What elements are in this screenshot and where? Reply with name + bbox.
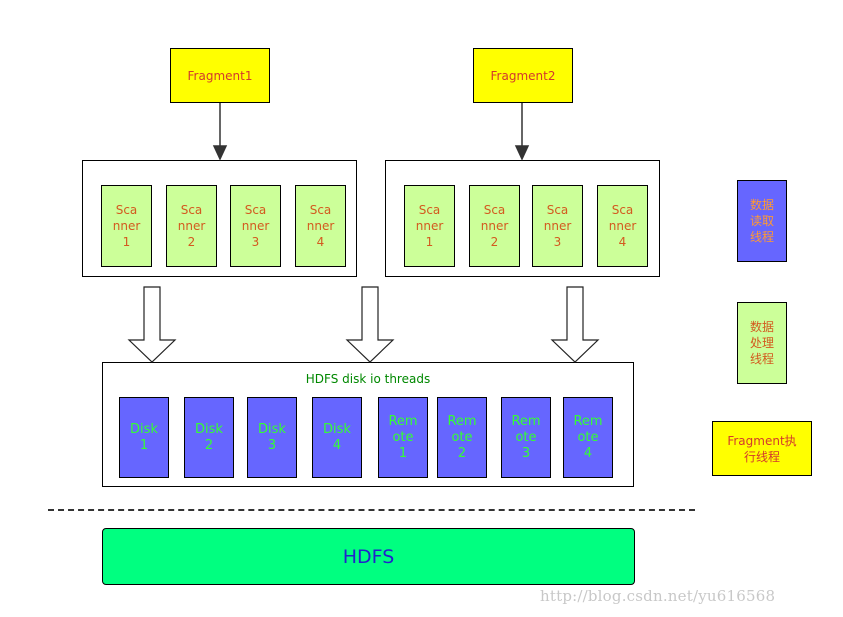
legend-exec-label: Fragment执: [727, 433, 797, 448]
thread-number: 3: [521, 445, 531, 461]
scanner-number: 4: [618, 235, 627, 249]
scanner-label: Sca: [611, 203, 634, 217]
thread-number: 3: [267, 437, 277, 453]
scanner-box: Sca nner 2: [166, 185, 217, 267]
thread-label: Rem: [447, 413, 477, 429]
scanner-label: Sca: [244, 203, 267, 217]
scanner-number: 3: [251, 235, 260, 249]
scanner-box: Sca nner 2: [469, 185, 520, 267]
fragment2-box: Fragment2: [473, 48, 573, 103]
block-arrow-3: [550, 286, 600, 363]
legend-read-thread: 数据读取线程: [737, 180, 787, 262]
thread-number: 2: [457, 445, 467, 461]
scanner-number: 1: [122, 235, 131, 249]
scanner-label: nner: [177, 219, 206, 233]
thread-number: 4: [583, 445, 593, 461]
thread-label: ote: [515, 429, 537, 445]
scanner-box: Sca nner 4: [295, 185, 346, 267]
scanner-box: Sca nner 3: [532, 185, 583, 267]
scanner-number: 1: [425, 235, 434, 249]
arrow-fragment2-to-scanners: [514, 103, 530, 161]
scanner-box: Sca nner 1: [101, 185, 152, 267]
scanner-label: Sca: [180, 203, 203, 217]
thread-number: 1: [139, 437, 149, 453]
scanner-label: Sca: [115, 203, 138, 217]
thread-label: Disk: [323, 421, 351, 437]
scanner-number: 2: [490, 235, 499, 249]
thread-number: 1: [398, 445, 408, 461]
thread-number: 4: [332, 437, 342, 453]
scanner-label: Sca: [418, 203, 441, 217]
thread-label: Disk: [258, 421, 286, 437]
thread-label: Disk: [130, 421, 158, 437]
block-arrow-1: [127, 286, 177, 363]
thread-label: Disk: [195, 421, 223, 437]
legend-read-label: 线程: [749, 230, 774, 244]
hdfs-bar: HDFS: [102, 528, 635, 585]
scanner-label: Sca: [483, 203, 506, 217]
fragment1-box: Fragment1: [170, 48, 270, 103]
hdfs-label: HDFS: [342, 545, 395, 568]
scanner-number: 2: [187, 235, 196, 249]
scanner-number: 3: [553, 235, 562, 249]
block-arrow-2: [345, 286, 395, 363]
scanner-label: nner: [306, 219, 335, 233]
fragment2-label: Fragment2: [490, 68, 556, 83]
legend-exec-thread: Fragment执行线程: [712, 421, 812, 476]
thread-number: 2: [204, 437, 214, 453]
arrow-fragment1-to-scanners: [212, 103, 228, 161]
scanner-label: nner: [415, 219, 444, 233]
thread-label: ote: [577, 429, 599, 445]
legend-process-label: 处理: [749, 336, 774, 350]
thread-label: Rem: [573, 413, 603, 429]
scanner-label: nner: [112, 219, 141, 233]
scanner-box: Sca nner 4: [597, 185, 648, 267]
legend-process-thread: 数据处理线程: [737, 302, 787, 384]
scanner-label: Sca: [546, 203, 569, 217]
scanner-label: nner: [241, 219, 270, 233]
scanner-label: nner: [480, 219, 509, 233]
scanner-box: Sca nner 1: [404, 185, 455, 267]
legend-exec-label: 行线程: [743, 449, 780, 464]
legend-read-label: 读取: [749, 214, 774, 228]
thread-label: ote: [451, 429, 473, 445]
storage-separator: [48, 509, 695, 511]
scanner-label: Sca: [309, 203, 332, 217]
thread-label: Rem: [388, 413, 418, 429]
fragment1-label: Fragment1: [187, 68, 253, 83]
scanner-label: nner: [543, 219, 572, 233]
legend-process-label: 线程: [749, 352, 774, 366]
thread-label: Rem: [511, 413, 541, 429]
legend-process-label: 数据: [749, 320, 774, 334]
thread-label: ote: [392, 429, 414, 445]
scanner-number: 4: [316, 235, 325, 249]
scanner-label: nner: [608, 219, 637, 233]
watermark-text: http://blog.csdn.net/yu616568: [540, 587, 776, 605]
legend-read-label: 数据: [749, 198, 774, 212]
scanner-box: Sca nner 3: [230, 185, 281, 267]
io-threads-title: HDFS disk io threads: [305, 372, 431, 386]
